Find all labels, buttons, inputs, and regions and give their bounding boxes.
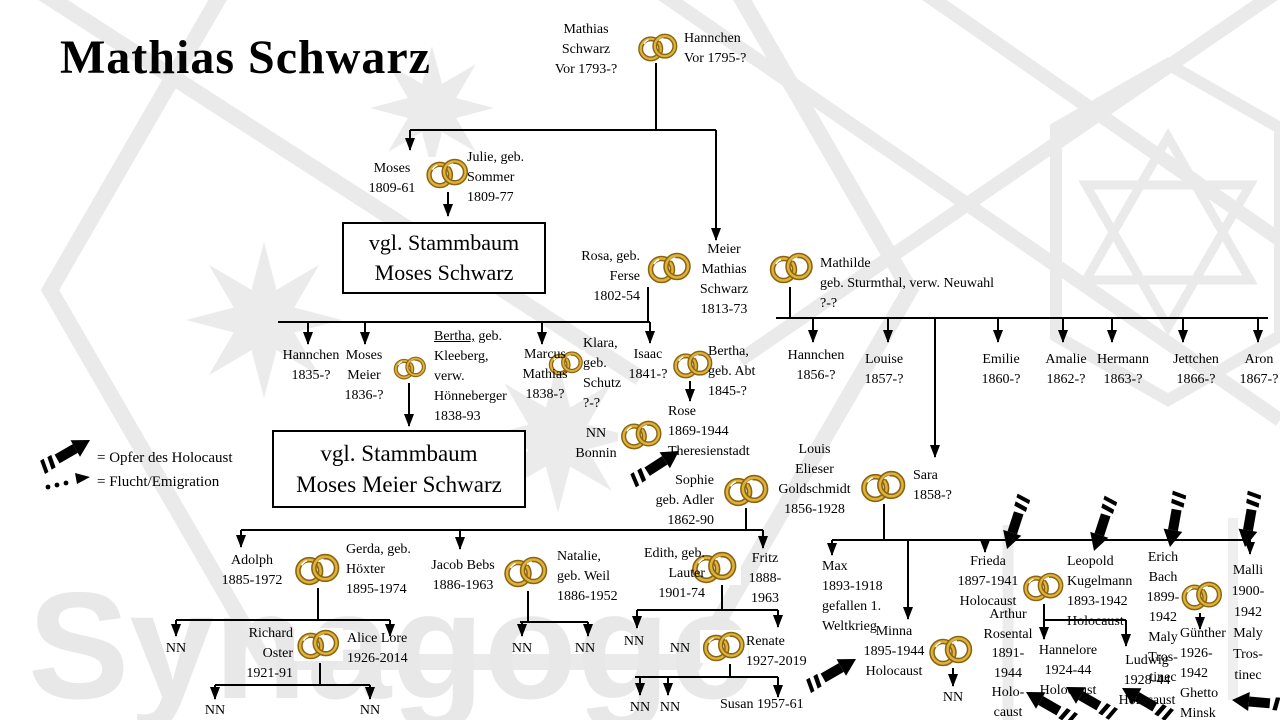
wedding-rings-icon xyxy=(424,157,471,190)
person-nn-renate-child-1: NN xyxy=(629,700,651,715)
wedding-rings-icon xyxy=(767,251,816,285)
holocaust-victim-arrow-icon xyxy=(997,492,1034,552)
person-nn-bebs-child-1: NN xyxy=(511,641,533,656)
holocaust-victim-arrow-icon xyxy=(1117,679,1176,720)
holocaust-victim-arrow-icon xyxy=(1061,678,1120,720)
emigration-arrow-dot xyxy=(45,484,51,490)
wedding-rings-icon xyxy=(700,630,748,663)
holocaust-victim-arrow-icon xyxy=(1160,490,1190,549)
holocaust-victim-arrow-icon xyxy=(1235,490,1265,549)
holocaust-victim-arrow-icon xyxy=(1231,690,1280,715)
star-watermark-icon xyxy=(370,46,494,170)
person-nn-fritz-child: NN xyxy=(623,634,645,649)
wedding-rings-icon xyxy=(688,550,741,585)
holocaust-victim-arrow-icon xyxy=(1084,494,1121,554)
wedding-rings-icon xyxy=(291,552,344,587)
person-nn-minna-child: NN xyxy=(942,690,964,705)
wedding-rings-icon xyxy=(1179,580,1225,612)
wedding-rings-icon xyxy=(392,355,428,381)
emigration-arrow-dot xyxy=(54,482,60,488)
wedding-rings-icon xyxy=(618,419,665,451)
wedding-rings-icon xyxy=(926,634,976,668)
person-nn-adolph-child: NN xyxy=(165,641,187,656)
page-title: Mathias Schwarz xyxy=(60,31,431,84)
wedding-rings-icon xyxy=(857,469,910,504)
holocaust-victim-arrow-icon xyxy=(626,443,685,490)
emigration-arrow-head-icon xyxy=(75,473,90,484)
wedding-rings-icon xyxy=(645,251,694,285)
holocaust-victim-arrow-icon xyxy=(36,431,95,477)
legend-holocaust-label: = Opfer des Holocaust xyxy=(97,450,233,466)
watermark-text: Synagoge xyxy=(28,561,754,720)
wedding-rings-icon xyxy=(547,350,585,377)
wedding-rings-icon xyxy=(501,555,551,589)
person-nn-oster-child-2: NN xyxy=(359,703,381,718)
star-watermark-icon xyxy=(186,242,342,398)
person-nn-oster-child-1: NN xyxy=(204,703,226,718)
person-nn-renate-child-2: NN xyxy=(659,700,681,715)
person-klara-schutz: Klara,geb.Schutz?-? xyxy=(583,336,622,411)
wedding-rings-icon xyxy=(721,473,772,508)
wedding-rings-icon xyxy=(1021,571,1066,603)
emigration-arrow-dot xyxy=(63,480,69,486)
person-nn-renate-spouse: NN xyxy=(669,641,691,656)
wedding-rings-icon xyxy=(294,628,343,661)
holocaust-victim-arrow-icon xyxy=(802,650,861,696)
person-nn-bebs-child-2: NN xyxy=(574,641,596,656)
legend-emigration-label: = Flucht/Emigration xyxy=(97,474,220,490)
wedding-rings-icon xyxy=(636,32,680,63)
wedding-rings-icon xyxy=(671,349,715,380)
person-susan-1957: Susan 1957-61 xyxy=(720,697,804,712)
